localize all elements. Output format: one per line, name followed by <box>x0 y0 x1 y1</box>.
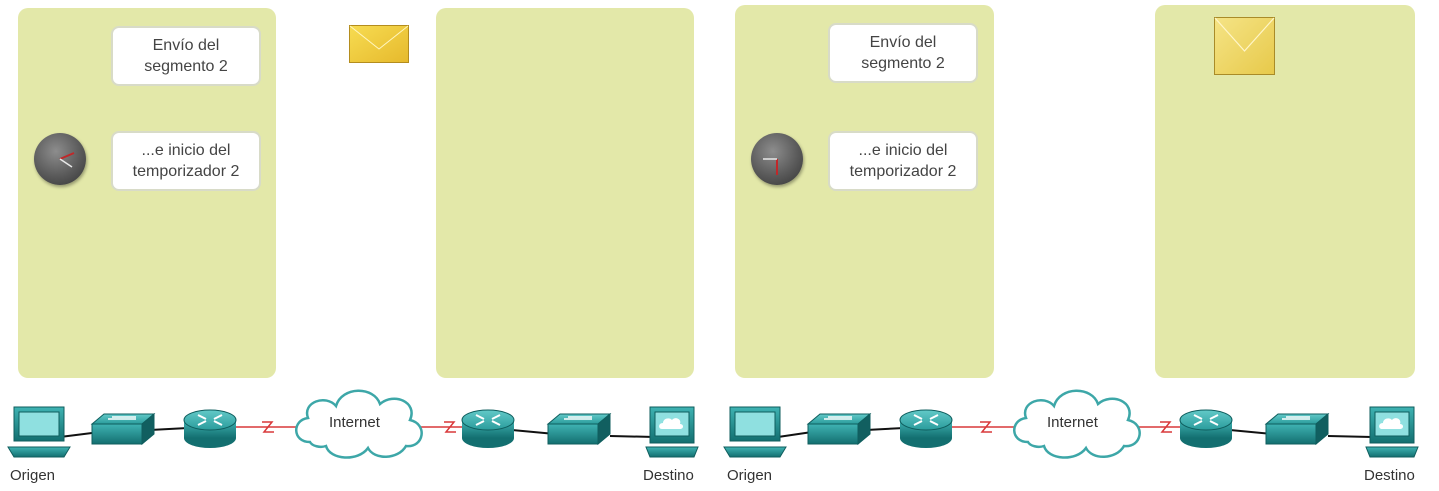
serial-zigzag <box>980 421 992 433</box>
router-icon <box>1179 409 1233 448</box>
cloud-label: Internet <box>329 414 380 431</box>
network-diagram <box>7 389 1419 459</box>
callout-start-timer-2: ...e inicio del temporizador 2 <box>828 131 978 191</box>
cloud-icon <box>1013 389 1141 459</box>
callout-line: ...e inicio del <box>141 142 231 159</box>
server-icon <box>645 406 699 458</box>
pc-icon <box>723 406 787 458</box>
clock-icon <box>751 133 803 185</box>
callout-line: temporizador 2 <box>849 163 957 180</box>
serial-zigzag <box>1160 421 1172 433</box>
envelope-icon <box>349 25 409 63</box>
envelope-icon <box>1214 17 1275 75</box>
server-icon <box>1365 406 1419 458</box>
switch-icon <box>90 412 156 446</box>
callout-line: Envío del <box>869 34 937 51</box>
switch-icon <box>546 412 612 446</box>
serial-zigzag <box>262 421 274 433</box>
callout-start-timer-1: ...e inicio del temporizador 2 <box>111 131 261 191</box>
switch-icon <box>806 412 872 446</box>
cloud-label: Internet <box>1047 414 1098 431</box>
ethernet-link <box>777 431 813 438</box>
source-label: Origen <box>727 467 773 484</box>
router-icon <box>183 409 237 448</box>
clock-icon <box>34 133 86 185</box>
cloud-icon <box>295 389 423 459</box>
ethernet-link <box>1229 429 1273 435</box>
source-label: Origen <box>10 467 56 484</box>
callout-line: segmento 2 <box>861 55 945 72</box>
receiver-panel-1 <box>436 8 694 378</box>
callout-line: Envío del <box>152 37 220 54</box>
serial-zigzag <box>444 421 456 433</box>
ethernet-link <box>1327 435 1373 438</box>
router-icon <box>461 409 515 448</box>
ethernet-link <box>865 427 905 431</box>
switch-icon <box>1264 412 1330 446</box>
callout-line: temporizador 2 <box>132 163 240 180</box>
callout-send-segment-1: Envío del segmento 2 <box>111 26 261 86</box>
callout-line: ...e inicio del <box>858 142 948 159</box>
callout-line: segmento 2 <box>144 58 228 75</box>
destination-label: Destino <box>1364 467 1415 484</box>
ethernet-link <box>609 435 656 438</box>
ethernet-link <box>149 427 189 431</box>
destination-label: Destino <box>643 467 694 484</box>
pc-icon <box>7 406 71 458</box>
router-icon <box>899 409 953 448</box>
receiver-panel-2 <box>1155 5 1415 378</box>
callout-send-segment-2: Envío del segmento 2 <box>828 23 978 83</box>
